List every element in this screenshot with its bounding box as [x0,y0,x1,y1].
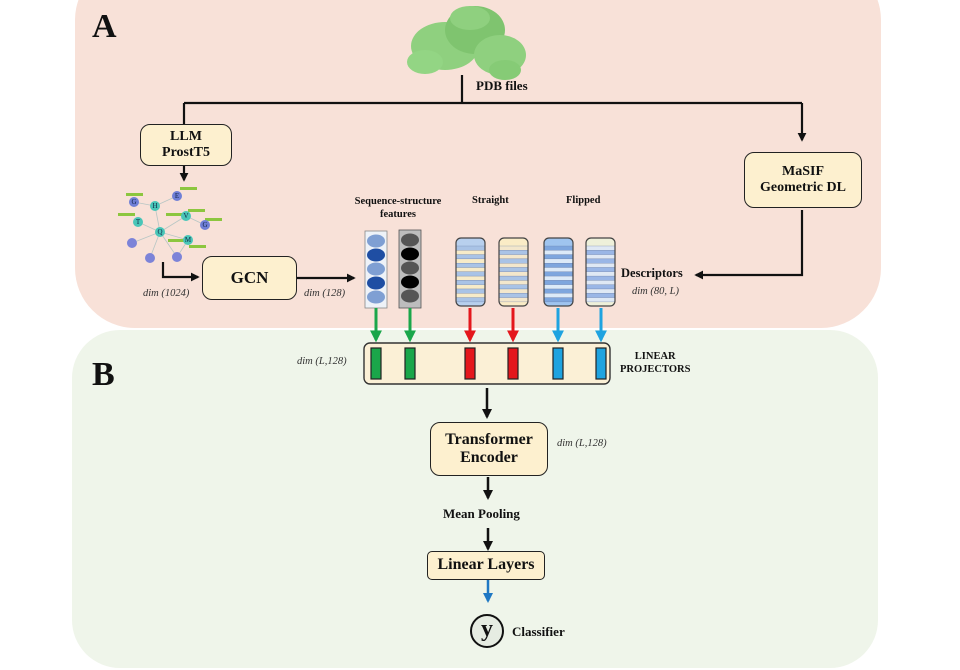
linear-layers-label: Linear Layers [437,556,535,574]
residue-node [172,252,182,262]
transformer-line1: Transformer [445,430,533,448]
flipped-descriptor-2 [585,237,616,307]
projector-bar [464,347,476,380]
panel-b-letter: B [92,356,115,393]
straight-descriptor-1 [455,237,486,307]
llm-line1: LLM [170,128,202,144]
residue-node: M [183,235,193,245]
llm-dim-label: dim (1024) [143,288,190,299]
seq-struct-line1: Sequence-structure [354,196,442,207]
projector-bar [404,347,416,380]
descriptors-label: Descriptors [621,266,683,280]
panel-a-letter: A [92,8,117,45]
seq-struct-feature-blue [364,230,388,309]
protein-structure-icon [407,6,526,80]
straight-descriptor-2 [498,237,529,307]
linear-projectors-label: LINEAR PROJECTORS [620,350,690,376]
classifier-output-node [470,614,504,648]
descriptors-dim-label: dim (80, L) [632,286,679,297]
graph-to-gcn-arrow [161,262,200,282]
linear-layers-box: Linear Layers [427,551,545,580]
transformer-line2: Encoder [460,449,518,466]
residue-node: V [181,211,191,221]
projector-bar [370,347,382,380]
residue-node: H [150,201,160,211]
panel-b-background [72,330,878,668]
transformer-encoder-box: Transformer Encoder [430,422,548,476]
residue-node: G [200,220,210,230]
pdb-files-label: PDB files [476,78,528,93]
projector-bar [595,347,607,380]
flipped-label: Flipped [566,195,601,206]
masif-line1: MaSIF [782,163,824,179]
residue-node: Q [155,227,165,237]
projector-bar [507,347,519,380]
gcn-box: GCN [202,256,297,300]
linear-projectors-line2: PROJECTORS [620,364,691,376]
projectors-dim-label: dim (L,128) [297,356,347,367]
llm-line2: ProstT5 [162,145,210,160]
seq-struct-feature-gray [398,229,422,309]
llm-prostt5-box: LLM ProstT5 [140,124,232,166]
flipped-descriptor-1 [543,237,574,307]
masif-to-descriptors-arrow [694,210,804,280]
graph-feature-bars [118,187,222,248]
gcn-dim-label: dim (128) [304,288,346,299]
residue-node: G [129,197,139,207]
linear-projectors-line1: LINEAR [634,351,676,362]
residue-node [145,253,155,263]
residue-node [127,238,137,248]
transformer-dim-label: dim (L,128) [557,438,607,449]
masif-box: MaSIF Geometric DL [744,152,862,208]
classifier-label: Classifier [512,624,565,639]
mean-pooling-label: Mean Pooling [443,506,520,521]
seq-struct-line2: features [380,209,416,221]
projector-bar [552,347,564,380]
seq-struct-features-label: Sequence-structure features [343,195,453,221]
gcn-label: GCN [230,268,269,288]
linear-projectors-box [363,342,611,385]
straight-label: Straight [472,195,509,206]
residue-node: T [133,217,143,227]
residue-node: E [172,191,182,201]
masif-line2: Geometric DL [760,180,846,195]
graph-edges [131,195,206,259]
classifier-symbol: y [481,616,493,642]
